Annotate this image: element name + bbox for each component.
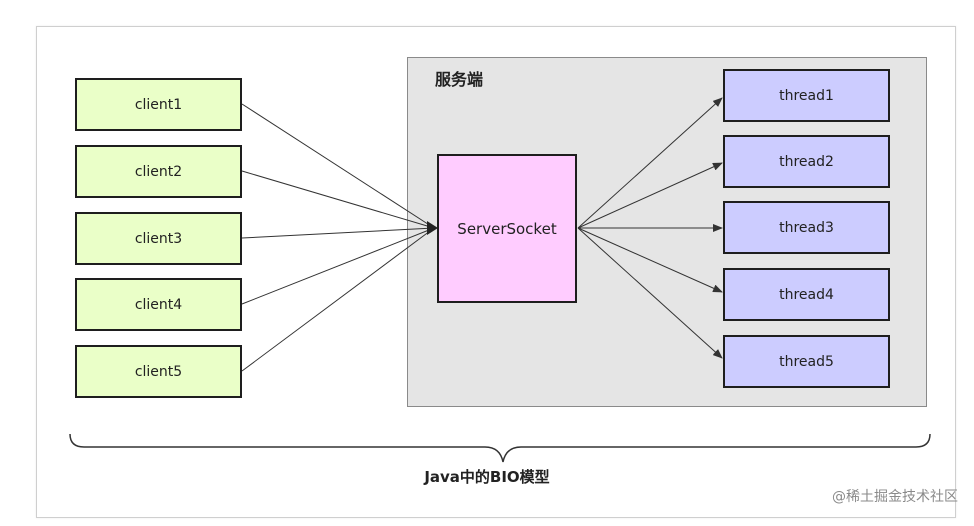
client-box-2: client2	[75, 145, 242, 198]
serversocket-inbound-arrowhead	[427, 221, 438, 235]
client-box-1: client1	[75, 78, 242, 131]
edge-client4-serversocket	[241, 227, 435, 305]
diagram-caption: Java中的BIO模型	[424, 468, 550, 486]
bottom-curly-brace	[69, 433, 931, 463]
edge-serversocket-thread4	[577, 227, 723, 293]
edge-serversocket-thread5	[577, 227, 723, 359]
edge-client5-serversocket	[241, 227, 435, 372]
client-box-3: client3	[75, 212, 242, 265]
edge-client2-serversocket	[241, 170, 435, 229]
edge-serversocket-thread1	[577, 97, 723, 229]
diagram-frame	[36, 26, 956, 518]
server-title: 服务端	[435, 70, 484, 89]
edge-client3-serversocket	[241, 227, 435, 239]
thread-box-2: thread2	[723, 135, 890, 188]
thread-box-5: thread5	[723, 335, 890, 388]
client-box-5: client5	[75, 345, 242, 398]
thread-box-3: thread3	[723, 201, 890, 254]
source-watermark: @稀土掘金技术社区	[832, 489, 958, 505]
thread-box-1: thread1	[723, 69, 890, 122]
thread-box-4: thread4	[723, 268, 890, 321]
edge-client1-serversocket	[241, 103, 435, 229]
edge-serversocket-thread2	[577, 162, 723, 229]
client-box-4: client4	[75, 278, 242, 331]
server-socket-box: ServerSocket	[437, 154, 577, 303]
